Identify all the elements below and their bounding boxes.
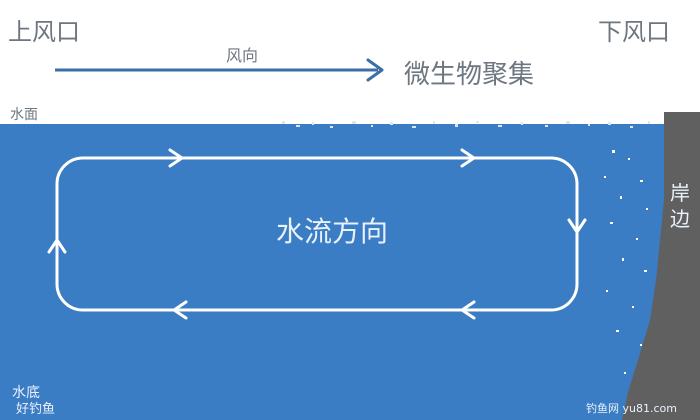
wind-direction-label: 风向	[226, 46, 259, 65]
current-arrow-bottom-right	[460, 300, 476, 320]
surface-speckle	[282, 121, 650, 128]
watermark-left: 好钓鱼	[16, 402, 56, 417]
current-arrow-right	[567, 218, 587, 234]
air-region	[0, 0, 700, 124]
water-surface-label: 水面	[10, 107, 38, 123]
current-direction-label: 水流方向	[276, 215, 389, 248]
current-loop	[55, 156, 579, 312]
water-region	[0, 124, 700, 420]
shore-label: 岸边	[670, 181, 690, 231]
shore-splash	[604, 150, 648, 374]
current-arrow-top-right	[460, 148, 476, 168]
downwind-label: 下风口	[598, 18, 670, 46]
microbe-gathering-label: 微生物聚集	[404, 60, 535, 90]
current-arrow-left	[47, 238, 67, 254]
shore-bank	[622, 112, 700, 420]
watermark-right: 钓鱼网 yu81.com	[586, 402, 677, 415]
current-arrow-top-left	[168, 148, 184, 168]
water-bottom-label: 水底	[12, 385, 40, 401]
wind-arrow	[55, 58, 384, 82]
current-arrow-bottom-left	[172, 300, 188, 320]
upwind-label: 上风口	[8, 18, 80, 46]
